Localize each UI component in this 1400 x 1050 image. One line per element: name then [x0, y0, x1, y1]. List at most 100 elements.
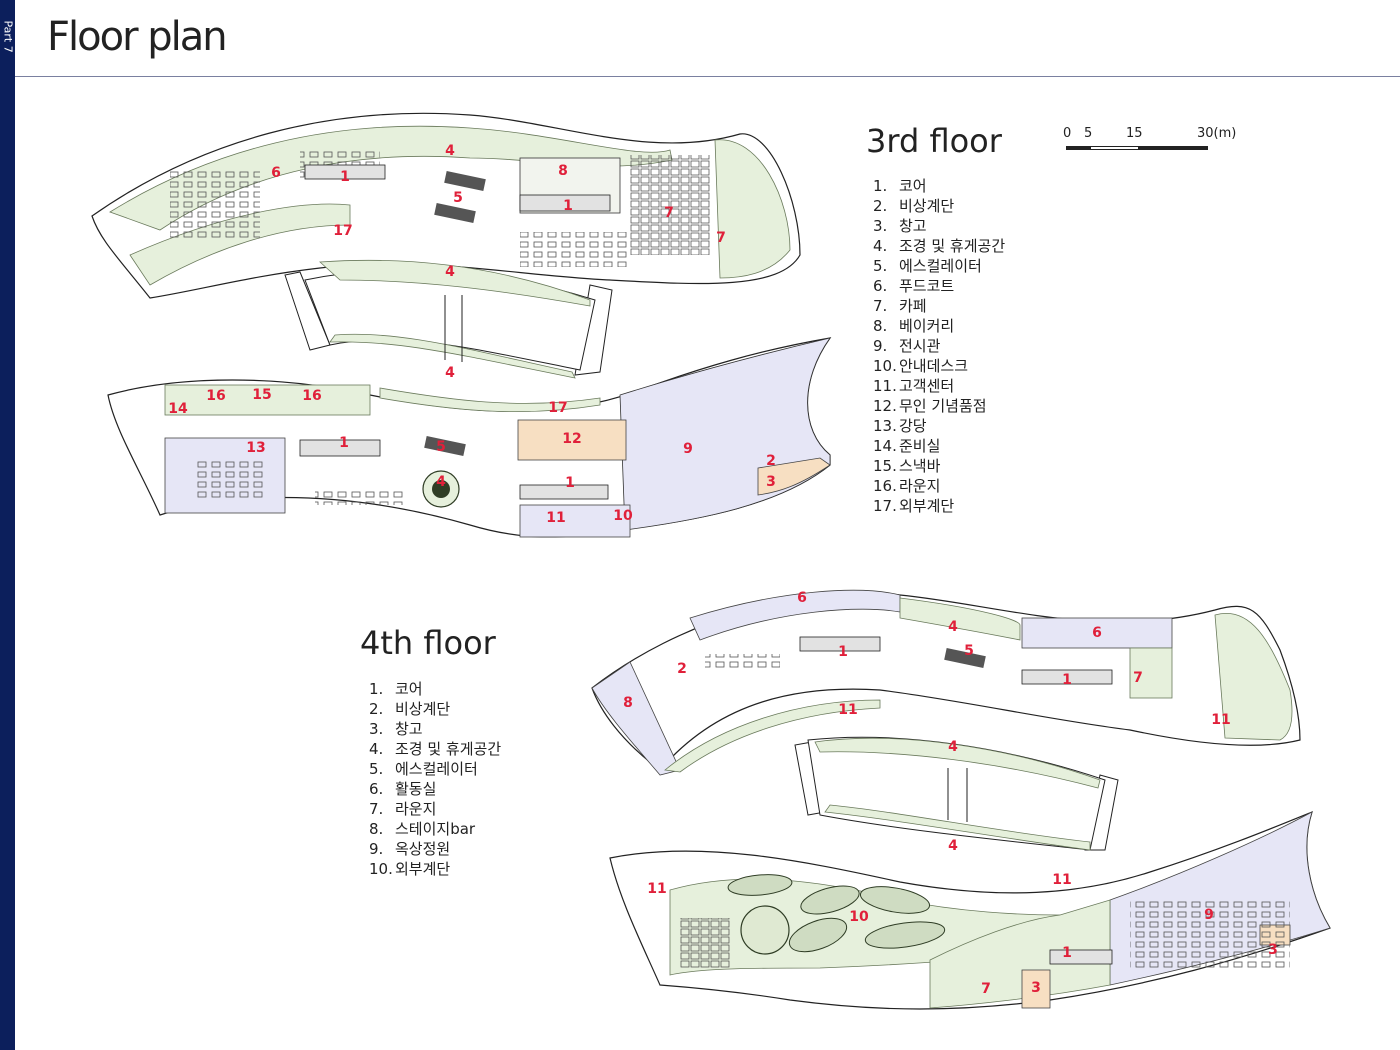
room-number-label: 11 [546, 510, 565, 526]
legend-item: 6.푸드코트 [873, 276, 1005, 296]
room-number-label: 4 [445, 365, 455, 381]
third-floor-title: 3rd floor [866, 122, 1002, 160]
header-divider [15, 76, 1400, 77]
legend-item: 10.안내데스크 [873, 356, 1005, 376]
legend-number: 16. [873, 477, 897, 495]
room-number-label: 1 [1062, 672, 1072, 688]
legend-item: 1.코어 [873, 176, 1005, 196]
legend-number: 4. [873, 237, 888, 255]
legend-label: 활동실 [395, 780, 437, 798]
room-number-label: 6 [1092, 625, 1102, 641]
legend-number: 9. [873, 337, 888, 355]
scale-segment [1138, 146, 1208, 150]
room-number-label: 4 [445, 143, 455, 159]
third-floor-upper-wing [91, 112, 801, 299]
room-number-label: 5 [453, 190, 463, 206]
legend-label: 외부계단 [899, 497, 955, 515]
scale-tick: 30(m) [1197, 126, 1237, 141]
legend-item: 17.외부계단 [873, 496, 1005, 516]
legend-item: 16.라운지 [873, 476, 1005, 496]
room-number-label: 11 [647, 881, 666, 897]
fourth-floor-upper-wing [591, 589, 1301, 776]
legend-label: 스낵바 [899, 457, 941, 475]
legend-label: 푸드코트 [899, 277, 955, 295]
room-number-label: 4 [948, 838, 958, 854]
room-number-label: 3 [766, 474, 776, 490]
room-number-label: 8 [623, 695, 633, 711]
room-number-label: 4 [948, 619, 958, 635]
legend-number: 8. [873, 317, 888, 335]
legend-item: 3.창고 [369, 719, 501, 739]
legend-number: 2. [369, 700, 384, 718]
legend-item: 6.활동실 [369, 779, 501, 799]
legend-label: 조경 및 휴게공간 [899, 237, 1006, 255]
room-number-label: 3 [1268, 942, 1278, 958]
legend-label: 에스컬레이터 [395, 760, 478, 778]
third-floor-lower-wing [107, 337, 832, 538]
sidebar: Part 7 [0, 0, 15, 1050]
room-number-label: 14 [168, 401, 188, 417]
legend-label: 코어 [395, 680, 423, 698]
legend-item: 5.에스컬레이터 [873, 256, 1005, 276]
legend-number: 14. [873, 437, 897, 455]
legend-item: 3. 창고 [873, 216, 1005, 236]
page-title: Floor plan [47, 14, 228, 60]
legend-item: 14.준비실 [873, 436, 1005, 456]
legend-item: 7. 카페 [873, 296, 1005, 316]
room-number-label: 11 [838, 702, 857, 718]
legend-label: 라운지 [395, 800, 437, 818]
legend-number: 10. [369, 860, 393, 878]
room-number-label: 5 [964, 643, 974, 659]
legend-item: 12.무인 기념품점 [873, 396, 1005, 416]
room-number-label: 7 [664, 205, 674, 221]
legend-number: 2. [873, 197, 888, 215]
legend-item: 9.전시관 [873, 336, 1005, 356]
room-number-label: 7 [1133, 670, 1143, 686]
room-number-label: 17 [548, 400, 567, 416]
room-number-label: 2 [677, 661, 687, 677]
legend-number: 4. [369, 740, 384, 758]
legend-label: 베이커리 [899, 317, 955, 335]
legend-label: 강당 [899, 417, 927, 435]
legend-item: 11.고객센터 [873, 376, 1005, 396]
legend-item: 7. 라운지 [369, 799, 501, 819]
legend-label: 준비실 [899, 437, 941, 455]
legend-label: 무인 기념품점 [899, 397, 987, 415]
scale-tick: 0 [1063, 126, 1072, 141]
legend-item: 4. 조경 및 휴게공간 [873, 236, 1005, 256]
legend-item: 4.조경 및 휴게공간 [369, 739, 501, 759]
legend-number: 17. [873, 497, 897, 515]
legend-item: 5.에스컬레이터 [369, 759, 501, 779]
legend-label: 스테이지bar [395, 820, 476, 838]
room-number-label: 1 [1062, 945, 1072, 961]
legend-item: 8. 베이커리 [873, 316, 1005, 336]
legend-number: 8. [369, 820, 384, 838]
legend-number: 5. [873, 257, 888, 275]
scale-bar: 0 5 15 30(m) [1060, 126, 1250, 156]
legend-number: 1. [369, 680, 384, 698]
legend-number: 11. [873, 377, 897, 395]
legend-item: 13.강당 [873, 416, 1005, 436]
legend-number: 7. [369, 800, 384, 818]
legend-label: 코어 [899, 177, 927, 195]
legend-item: 8. 스테이지bar [369, 819, 501, 839]
scale-segment [1090, 146, 1140, 150]
room-number-label: 7 [981, 981, 991, 997]
legend-item: 9.옥상정원 [369, 839, 501, 859]
legend-label: 비상계단 [899, 197, 955, 215]
room-number-label: 1 [340, 169, 350, 185]
legend-label: 카페 [899, 297, 927, 315]
room-number-label: 16 [302, 388, 321, 404]
legend-number: 7. [873, 297, 888, 315]
legend-label: 창고 [899, 217, 927, 235]
scale-tick: 15 [1126, 126, 1143, 141]
legend-number: 9. [369, 840, 384, 858]
fourth-floor-title: 4th floor [360, 624, 496, 662]
legend-number: 3. [873, 217, 888, 235]
room-number-label: 9 [1204, 907, 1214, 923]
legend-label: 비상계단 [395, 700, 451, 718]
legend-item: 1. 코어 [369, 679, 501, 699]
